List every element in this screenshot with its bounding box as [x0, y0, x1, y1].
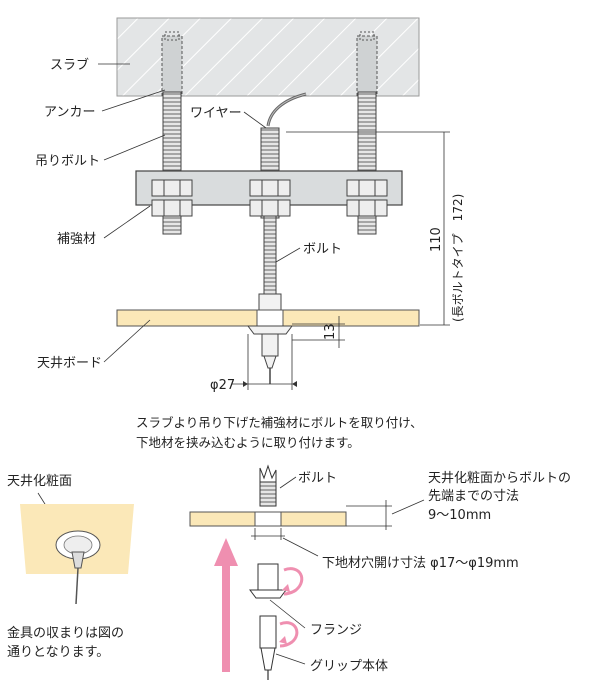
grip-body-bottom: [261, 333, 279, 357]
ceiling-board-label: 天井ボード: [37, 356, 102, 371]
nuts: [151, 179, 388, 217]
anchor-label: アンカー: [44, 105, 95, 120]
ceiling-surface-label: 天井化粧面: [7, 474, 72, 489]
reinforcement-label: 補強材: [57, 232, 96, 247]
anchor-right: [356, 31, 378, 97]
grip-body-label: グリップ本体: [310, 659, 388, 674]
description-line-2: 下地材を挟み込むように取り付けます。: [136, 435, 360, 450]
length-label: 110: [429, 227, 444, 252]
wire-label: ワイヤー: [190, 106, 242, 121]
fitting-note-line-1: 金具の収まりは図の: [7, 625, 124, 641]
hole-size-label: 下地材穴開け寸法 φ17～φ19mm: [322, 556, 519, 571]
bolt-tip-line-1: 天井化粧面からボルトの: [428, 471, 571, 486]
diameter-label: φ27: [210, 378, 235, 393]
fitting-note-line-2: 通りとなります。: [7, 645, 109, 660]
flange-label: フランジ: [310, 623, 362, 638]
wire: [266, 92, 307, 127]
flange: [247, 325, 293, 335]
bolt-tip-line-3: 9～10mm: [428, 508, 491, 523]
thickness-label: 13: [323, 323, 338, 340]
detail-flange-cup: [257, 563, 279, 591]
detail-grip-body: [259, 615, 277, 649]
center-bolt-lower: [263, 215, 277, 297]
bolt-label: ボルト: [303, 242, 342, 257]
detail-bolt-label: ボルト: [298, 471, 337, 486]
anchor-left: [161, 31, 183, 97]
description-line-1: スラブより吊り下げた補強材にボルトを取り付け、: [136, 415, 423, 430]
hanging-bolt-label: 吊りボルト: [35, 154, 100, 169]
slab-label: スラブ: [50, 57, 89, 73]
bolt-tip-line-2: 先端までの寸法: [428, 489, 519, 504]
long-bolt-label: (長ボルトタイプ 172): [451, 194, 465, 322]
insert-arrow: [214, 538, 238, 672]
